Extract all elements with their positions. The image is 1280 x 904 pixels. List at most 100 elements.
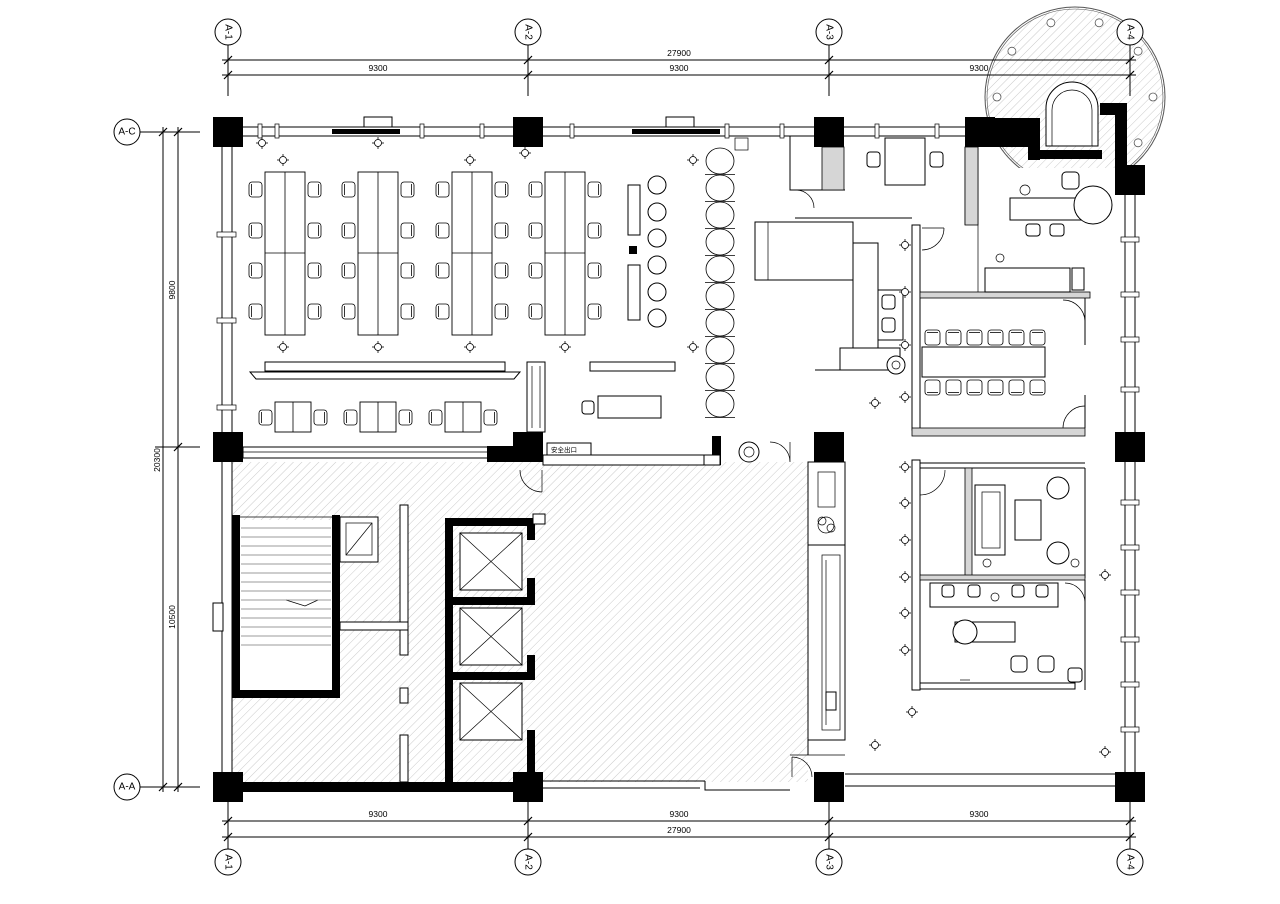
dimension-tick bbox=[173, 782, 183, 792]
chair bbox=[435, 222, 450, 239]
chair bbox=[494, 262, 509, 279]
chair bbox=[966, 329, 983, 346]
lounge-sofa bbox=[627, 264, 641, 321]
ceiling-light bbox=[277, 341, 289, 353]
chair bbox=[881, 294, 896, 310]
dimension-text-top-span-1: 9300 bbox=[369, 63, 388, 73]
armchair bbox=[647, 228, 667, 248]
ceiling-light-ring bbox=[466, 343, 474, 351]
partition-marker bbox=[899, 644, 911, 656]
grid-axes-bottom: A-1 A-2 A-3 A-4 bbox=[214, 800, 1144, 876]
glass-panel bbox=[705, 390, 735, 418]
chair-seat bbox=[1008, 329, 1025, 346]
partition-marker-ring bbox=[901, 288, 909, 296]
ceiling-lights bbox=[256, 137, 1111, 758]
window-mullion bbox=[479, 123, 485, 139]
chair bbox=[1011, 584, 1025, 598]
partition-marker bbox=[899, 497, 911, 509]
chair-seat bbox=[494, 222, 509, 239]
dimension-tick bbox=[1125, 70, 1135, 80]
chair-seat bbox=[343, 409, 358, 426]
round-meeting-table bbox=[1073, 185, 1113, 225]
chair bbox=[341, 262, 356, 279]
chair bbox=[400, 181, 415, 198]
ceiling-light-ring bbox=[279, 156, 287, 164]
ceiling-light-ring bbox=[466, 156, 474, 164]
partition-marker bbox=[899, 571, 911, 583]
exit-sign: 安全出口 bbox=[546, 442, 592, 456]
chair bbox=[941, 584, 955, 598]
glass-panel bbox=[705, 174, 735, 202]
filing-cabinet bbox=[526, 361, 546, 433]
ceiling-light bbox=[1099, 746, 1111, 758]
terrace-bollard bbox=[992, 92, 1002, 102]
ceiling-light bbox=[687, 154, 699, 166]
workstation-cluster bbox=[248, 171, 322, 336]
ceiling-light-ring bbox=[258, 139, 266, 147]
dimension-tick bbox=[824, 55, 834, 65]
glass-panel bbox=[705, 336, 735, 364]
chair-seat bbox=[1029, 329, 1046, 346]
window-mullion bbox=[257, 123, 263, 139]
chair bbox=[313, 409, 328, 426]
chair-seat bbox=[400, 303, 415, 320]
chair bbox=[248, 262, 263, 279]
structural-column bbox=[213, 772, 243, 802]
dimension-tick bbox=[158, 127, 168, 137]
partition-marker-ring bbox=[908, 708, 916, 716]
window-mullion bbox=[1120, 681, 1140, 688]
structural-column bbox=[814, 117, 844, 147]
chair-seat bbox=[435, 222, 450, 239]
dimension-text-left-span-1: 9800 bbox=[167, 280, 177, 299]
dimension-text-left-total: 20300 bbox=[152, 448, 162, 472]
ceiling-light-ring bbox=[1101, 571, 1109, 579]
armchair bbox=[647, 255, 667, 275]
chair-seat bbox=[435, 303, 450, 320]
partition-marker bbox=[906, 706, 918, 718]
chair bbox=[1008, 329, 1025, 346]
grid-bubble-top-a4: A-4 bbox=[1116, 18, 1144, 96]
chair-seat bbox=[307, 181, 322, 198]
partition-marker bbox=[899, 534, 911, 546]
terrace-bollard bbox=[1133, 46, 1143, 56]
chair bbox=[1029, 379, 1046, 396]
chair-seat bbox=[945, 329, 962, 346]
chair-seat bbox=[248, 303, 263, 320]
chair-seat bbox=[587, 222, 602, 239]
small-meeting-table bbox=[884, 137, 926, 186]
dimension-bottom: 9300 9300 9300 27900 bbox=[222, 809, 1136, 842]
storage-bench bbox=[264, 361, 506, 372]
ceiling-light bbox=[256, 137, 268, 149]
chair bbox=[924, 329, 941, 346]
lobby-counter bbox=[807, 461, 846, 741]
chair bbox=[343, 409, 358, 426]
chair bbox=[587, 303, 602, 320]
chair bbox=[528, 181, 543, 198]
chair-seat bbox=[494, 303, 509, 320]
chair-seat bbox=[587, 303, 602, 320]
ceiling-light-ring bbox=[871, 741, 879, 749]
chair bbox=[1049, 223, 1065, 237]
terrace-inner-ring bbox=[986, 8, 1164, 168]
open-office-workstations bbox=[248, 171, 602, 433]
dimension-text-bottom-span-3: 9300 bbox=[970, 809, 989, 819]
partition-marker bbox=[899, 461, 911, 473]
door-swing bbox=[921, 227, 945, 251]
sofa bbox=[974, 484, 1006, 556]
partition-marker bbox=[899, 391, 911, 403]
exterior-wall-right bbox=[1124, 195, 1136, 772]
chair bbox=[435, 181, 450, 198]
glass-panel bbox=[705, 147, 735, 175]
window-mullion bbox=[1120, 589, 1140, 596]
chair bbox=[398, 409, 413, 426]
chair-seat bbox=[1029, 379, 1046, 396]
glass-panel bbox=[705, 255, 735, 283]
chair bbox=[494, 181, 509, 198]
chair bbox=[400, 262, 415, 279]
chair bbox=[400, 303, 415, 320]
lounge-sofa bbox=[627, 184, 641, 236]
guest-chair bbox=[1037, 655, 1055, 673]
chair-seat bbox=[341, 222, 356, 239]
window-mullion bbox=[874, 123, 880, 139]
